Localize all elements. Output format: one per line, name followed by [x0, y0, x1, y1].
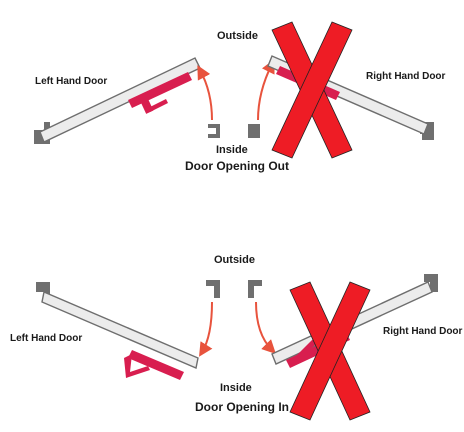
center-left-frame-in	[206, 280, 220, 298]
left-hand-door-label-bottom: Left Hand Door	[10, 333, 82, 344]
right-swing-arrow-in	[255, 301, 276, 354]
inside-label-top: Inside	[216, 144, 248, 156]
outside-label-bottom: Outside	[214, 254, 255, 266]
center-right-frame-in	[248, 280, 262, 298]
left-door-handle-in	[124, 350, 184, 380]
left-swing-arrow-in	[199, 301, 213, 357]
left-swing-arrow-out	[197, 65, 213, 121]
section-door-opening-in: Outside Left Hand Door Right Hand Door I…	[10, 254, 463, 421]
left-door-panel-out	[39, 57, 201, 143]
right-hand-door-label-bottom: Right Hand Door	[383, 326, 463, 337]
left-door-handle-out	[128, 72, 192, 114]
incorrect-cross-bottom	[289, 281, 371, 421]
inside-label-bottom: Inside	[220, 382, 252, 394]
right-hand-door-label-top: Right Hand Door	[366, 71, 446, 82]
left-door-panel-in	[41, 291, 199, 369]
right-swing-arrow-out	[257, 58, 275, 121]
left-hand-door-label-top: Left Hand Door	[35, 76, 107, 87]
left-hand-door-in	[36, 282, 199, 380]
center-left-frame-out	[208, 124, 220, 138]
outside-label-top: Outside	[217, 30, 258, 42]
section-door-opening-out: Outside Left Hand Door Right Hand Door I…	[34, 21, 446, 173]
door-opening-out-title: Door Opening Out	[185, 159, 289, 173]
right-hinge-frame-in	[424, 274, 438, 292]
incorrect-cross-top	[271, 21, 353, 159]
center-right-frame-out	[248, 124, 260, 138]
door-opening-in-title: Door Opening In	[195, 400, 289, 414]
left-hand-door-out	[34, 57, 201, 144]
